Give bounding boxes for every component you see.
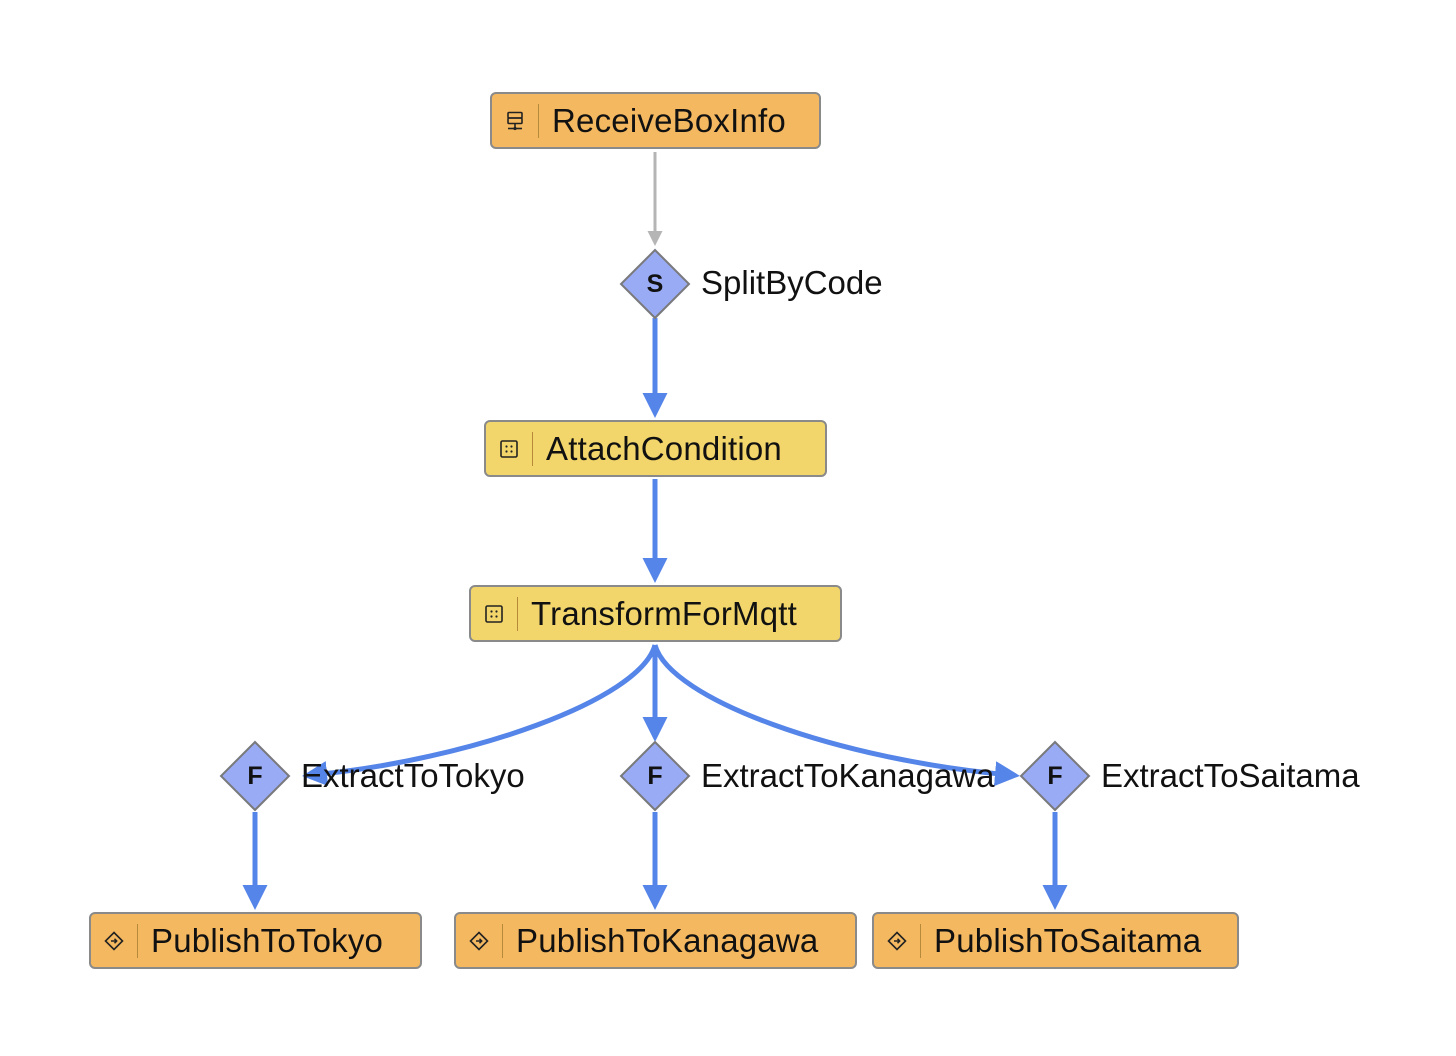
filter-label-extract-kanagawa: ExtractToKanagawa [701,757,995,794]
node-label: ReceiveBoxInfo [552,101,786,139]
network-server-icon [507,111,523,130]
node-label: TransformForMqtt [531,594,798,632]
filter-label-extract-tokyo: ExtractToTokyo [301,757,525,794]
node-label: PublishToSaitama [934,921,1202,959]
diamond-arrow-icon [104,930,124,951]
node-publish-to-tokyo[interactable]: PublishToTokyo [89,912,422,969]
node-publish-to-kanagawa[interactable]: PublishToKanagawa [454,912,857,969]
edge-transform-to-extract-tokyo[interactable] [302,644,658,787]
node-label: PublishToTokyo [151,921,384,959]
diamond-arrow-icon [469,930,489,951]
node-label: PublishToKanagawa [516,921,819,959]
node-publish-to-saitama[interactable]: PublishToSaitama [872,912,1239,969]
processor-grid-icon [485,604,503,623]
node-label: AttachCondition [546,429,782,467]
node-transform-for-mqtt[interactable]: TransformForMqtt [469,585,842,642]
processor-grid-icon [500,439,518,458]
filter-label-split: SplitByCode [701,264,883,301]
diamond-arrow-icon [887,930,907,951]
node-receive-box-info[interactable]: ReceiveBoxInfo [490,92,821,149]
node-attach-condition[interactable]: AttachCondition [484,420,827,477]
filter-label-extract-saitama: ExtractToSaitama [1101,757,1360,794]
edge-transform-to-extract-saitama[interactable] [652,644,1020,787]
